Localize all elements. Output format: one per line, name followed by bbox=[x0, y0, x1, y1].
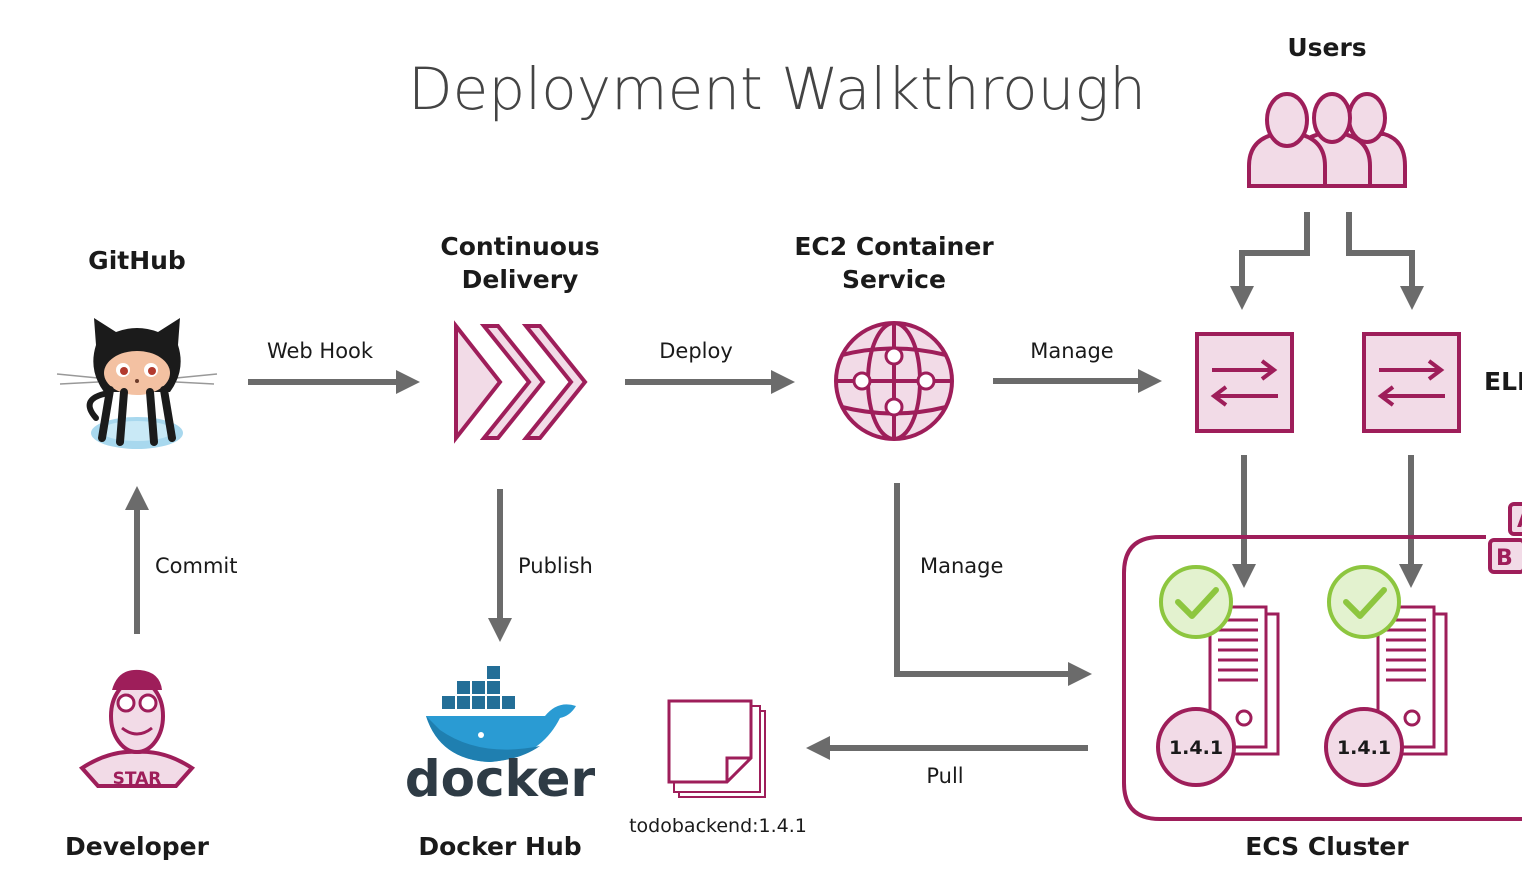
manage-elb-label: Manage bbox=[1030, 339, 1113, 363]
page-title: Deployment Walkthrough bbox=[408, 55, 1146, 123]
availability-zone-a-tag: A bbox=[1508, 502, 1522, 536]
manage-elb-arrow bbox=[993, 369, 1162, 393]
commit-arrow bbox=[125, 486, 149, 634]
users-icon bbox=[1247, 92, 1407, 188]
elb-right-icon bbox=[1362, 332, 1461, 433]
availability-zone-b-tag: B bbox=[1488, 538, 1522, 574]
version-badge bbox=[1156, 707, 1236, 787]
developer-icon: STAR bbox=[78, 669, 196, 789]
version-badge-text: 1.4.1 bbox=[1169, 737, 1223, 759]
ecs-cluster-label: ECS Cluster bbox=[1245, 832, 1409, 861]
image-document-icon bbox=[667, 699, 766, 798]
pull-label: Pull bbox=[926, 764, 963, 788]
users-to-elb-right-arrow bbox=[1346, 212, 1424, 310]
az-a-text: A bbox=[1517, 508, 1522, 533]
ecs-service-label-line2: Service bbox=[842, 265, 946, 294]
users-label: Users bbox=[1287, 33, 1366, 62]
docker-whale-icon: docker bbox=[405, 666, 596, 808]
publish-label: Publish bbox=[518, 554, 593, 578]
elb-label: ELB bbox=[1484, 367, 1522, 396]
elb-right-to-server-arrow bbox=[1399, 455, 1423, 588]
check-icon bbox=[1159, 565, 1233, 639]
globe-icon bbox=[834, 321, 954, 441]
developer-badge-text: STAR bbox=[113, 769, 162, 789]
elb-left-icon bbox=[1195, 332, 1294, 433]
docker-hub-label: Docker Hub bbox=[418, 832, 581, 861]
publish-arrow bbox=[488, 489, 512, 642]
ecs-cluster-container bbox=[1122, 535, 1522, 821]
ecs-service-label-line1: EC2 Container bbox=[794, 232, 994, 261]
users-to-elb-left-arrow bbox=[1230, 212, 1310, 310]
version-badge bbox=[1324, 707, 1404, 787]
commit-label: Commit bbox=[155, 554, 238, 578]
server-right: 1.4.1 bbox=[1324, 565, 1448, 787]
docker-wordmark: docker bbox=[405, 750, 596, 808]
continuous-delivery-icon bbox=[454, 320, 588, 444]
developer-label: Developer bbox=[65, 832, 210, 861]
deploy-arrow bbox=[625, 370, 795, 394]
continuous-delivery-label-line2: Delivery bbox=[462, 265, 579, 294]
web-hook-arrow bbox=[248, 370, 420, 394]
github-octocat-icon bbox=[56, 318, 218, 449]
server-left: 1.4.1 bbox=[1156, 565, 1280, 787]
continuous-delivery-label-line1: Continuous bbox=[440, 232, 599, 261]
pull-arrow bbox=[806, 736, 1088, 760]
github-label: GitHub bbox=[88, 246, 186, 275]
image-tag-label: todobackend:1.4.1 bbox=[629, 815, 807, 837]
check-icon bbox=[1327, 565, 1401, 639]
az-b-text: B bbox=[1496, 546, 1513, 571]
web-hook-label: Web Hook bbox=[267, 339, 374, 363]
deploy-label: Deploy bbox=[659, 339, 733, 363]
version-badge-text: 1.4.1 bbox=[1337, 737, 1391, 759]
elb-left-to-server-arrow bbox=[1232, 455, 1256, 588]
manage-cluster-label: Manage bbox=[920, 554, 1003, 578]
manage-cluster-arrow bbox=[894, 483, 1092, 686]
